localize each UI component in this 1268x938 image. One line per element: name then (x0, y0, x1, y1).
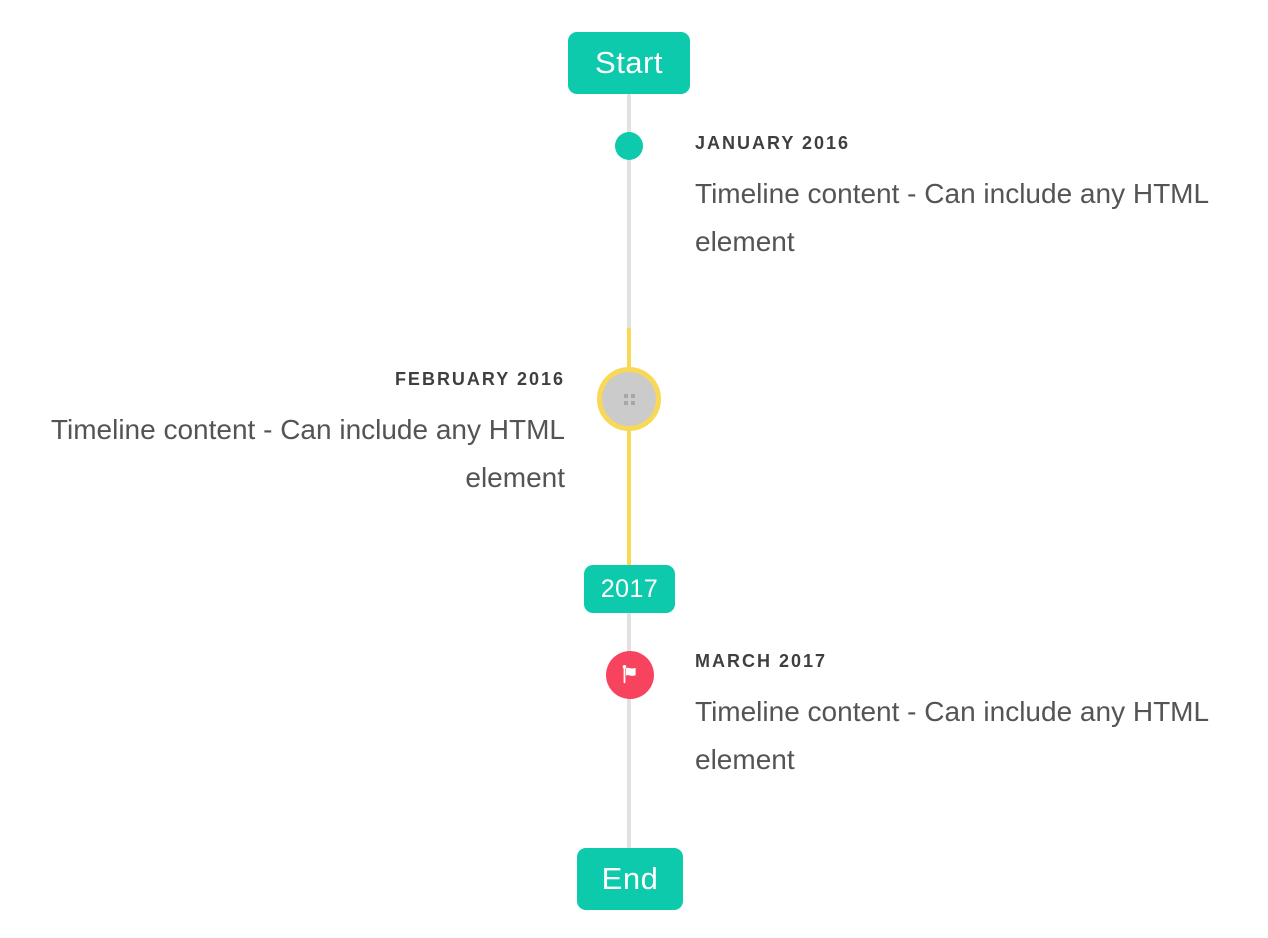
item-content: Timeline content - Can include any HTML … (695, 178, 1209, 257)
item-content: Timeline content - Can include any HTML … (695, 696, 1209, 775)
item-title: JANUARY 2016 (695, 133, 851, 153)
item-marker-dot (615, 132, 643, 160)
item-content: Timeline content - Can include any HTML … (50, 414, 565, 493)
period-badge-2017[interactable]: 2017 (584, 565, 675, 613)
end-badge[interactable]: End (577, 848, 683, 910)
timeline-item-february: FEBRUARY 2016 Timeline content - Can inc… (25, 367, 565, 502)
broken-image-icon (623, 393, 635, 405)
item-marker-flag (606, 651, 654, 699)
item-marker-image (597, 367, 661, 431)
item-title: FEBRUARY 2016 (394, 369, 565, 389)
timeline-line-highlight (627, 328, 631, 565)
timeline-item-january: JANUARY 2016 Timeline content - Can incl… (695, 131, 1235, 266)
flag-icon (622, 665, 636, 684)
item-title: MARCH 2017 (695, 651, 828, 671)
start-badge[interactable]: Start (568, 32, 690, 94)
timeline-item-march: MARCH 2017 Timeline content - Can includ… (695, 649, 1235, 784)
